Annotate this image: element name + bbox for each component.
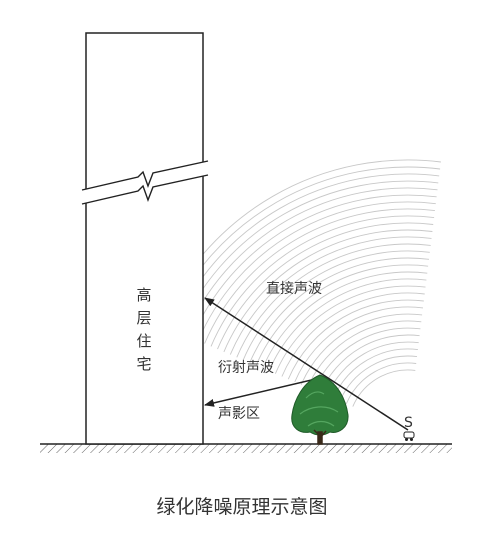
high-rise-building: [81, 32, 209, 445]
diffracted-ray: [204, 377, 321, 407]
shadow-zone-label: 声影区: [218, 406, 260, 422]
wave-arc: [332, 348, 418, 399]
building-label-text: 高层住宅: [136, 286, 151, 373]
wave-arc: [326, 341, 419, 396]
direct-wave-label: 直接声波: [266, 280, 322, 297]
wave-arc: [307, 320, 422, 388]
wave-arc: [320, 334, 420, 394]
building-label: 高层住宅: [136, 286, 151, 373]
sound-source: S: [403, 415, 415, 441]
tree-trunk: [313, 429, 327, 445]
wave-arc: [171, 173, 440, 331]
wave-arc: [184, 187, 438, 336]
figure-caption: 绿化降噪原理示意图: [156, 496, 327, 518]
wave-arc: [345, 362, 417, 404]
sound-rays: [204, 297, 409, 431]
wave-arc: [352, 369, 416, 407]
wave-arc: [339, 355, 418, 402]
ground: [40, 443, 452, 453]
wave-arc: [197, 201, 436, 342]
wave-arc: [242, 250, 430, 361]
wave-arc: [249, 257, 430, 363]
wave-arc: [165, 166, 441, 328]
wave-arc: [294, 306, 424, 383]
direct-ray: [204, 297, 409, 431]
wave-arc: [229, 236, 432, 355]
wave-arc: [204, 208, 435, 344]
diffracted-wave-label: 衍射声波: [218, 360, 274, 376]
source-label: S: [404, 415, 413, 431]
tree: [291, 374, 349, 445]
tree-foliage: [291, 374, 349, 436]
wave-arc: [300, 313, 423, 385]
wave-arc: [287, 299, 424, 380]
